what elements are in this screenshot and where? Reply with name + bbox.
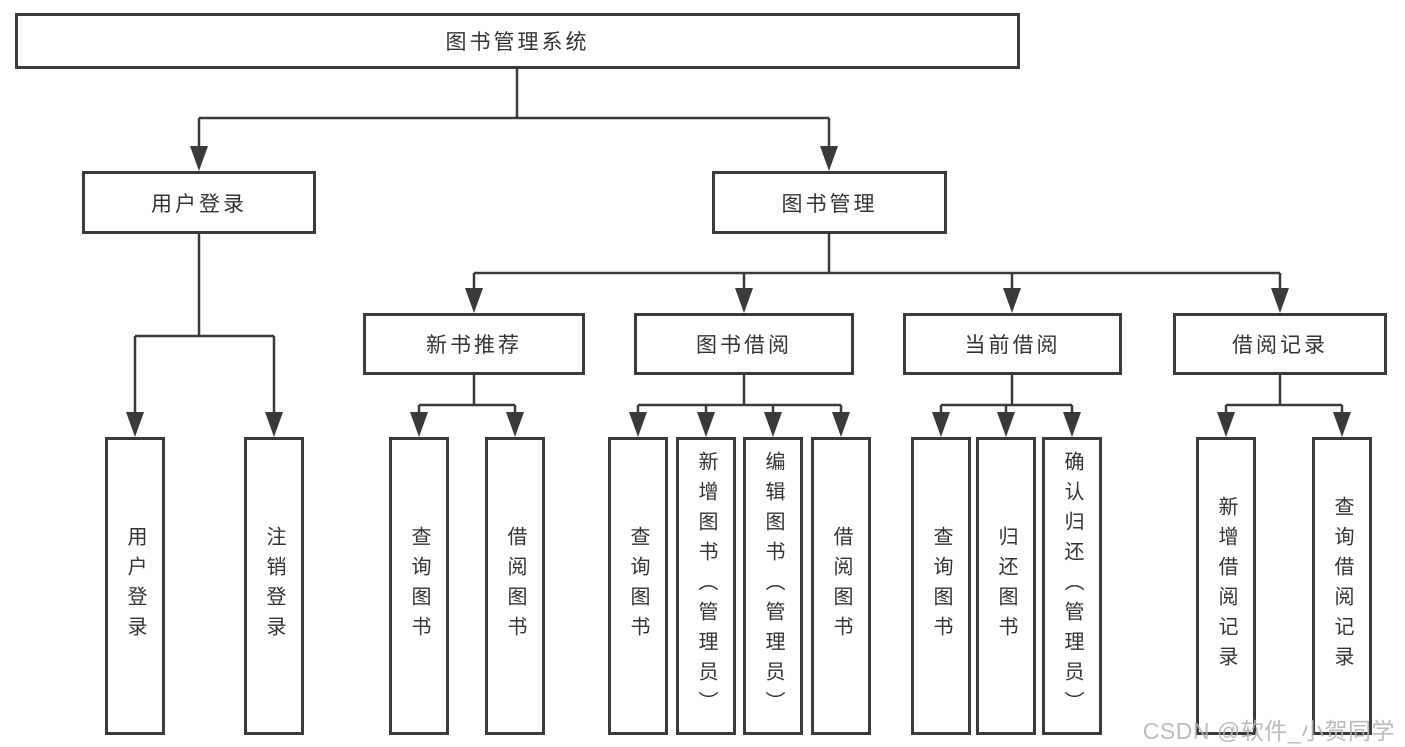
leaf-query-books-recommend: 查询图书 [389, 437, 449, 735]
node-user-login: 用户登录 [82, 171, 316, 234]
node-root-system: 图书管理系统 [15, 13, 1020, 69]
leaf-query-books-borrow: 查询图书 [608, 437, 668, 735]
node-book-management: 图书管理 [712, 171, 947, 234]
leaf-borrow-books-recommend: 借阅图书 [485, 437, 545, 735]
leaf-add-borrow-record: 新增借阅记录 [1196, 437, 1256, 735]
leaf-logout: 注销登录 [244, 437, 304, 735]
node-current-borrow: 当前借阅 [903, 313, 1122, 375]
leaf-confirm-return-admin: 确认归还（管理员） [1042, 437, 1102, 735]
leaf-add-books-admin: 新增图书（管理员） [676, 437, 736, 735]
leaf-query-books-current: 查询图书 [911, 437, 971, 735]
leaf-return-books: 归还图书 [976, 437, 1036, 735]
leaf-edit-books-admin: 编辑图书（管理员） [743, 437, 803, 735]
node-new-book-recommend: 新书推荐 [363, 313, 585, 375]
leaf-borrow-books: 借阅图书 [811, 437, 871, 735]
leaf-user-login: 用户登录 [105, 437, 165, 735]
node-borrow-records: 借阅记录 [1173, 313, 1387, 375]
csdn-watermark: CSDN @软件_小贺同学 [1142, 718, 1395, 744]
leaf-query-borrow-record: 查询借阅记录 [1312, 437, 1372, 735]
arrowheads [126, 146, 1351, 437]
node-book-borrow: 图书借阅 [634, 313, 854, 375]
